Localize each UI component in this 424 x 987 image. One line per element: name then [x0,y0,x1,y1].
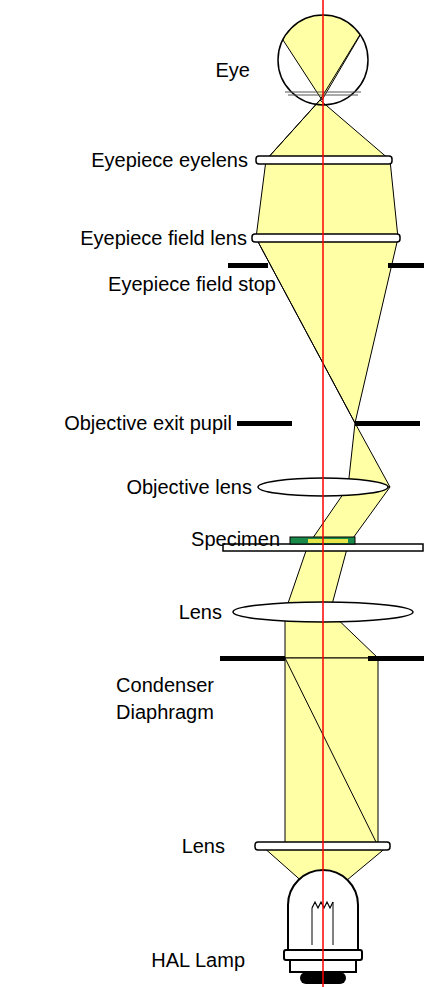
part-label: Eyepiece field lens [80,225,247,252]
part-label: Eyepiece field stop [108,271,276,298]
field-lens [252,234,400,242]
eyelens [256,156,392,164]
part-label: HAL Lamp [151,947,245,974]
part-label: Specimen [191,526,280,553]
part-label: Lens [179,599,222,626]
part-label: Objective lens [126,474,252,501]
exit-pupil [237,421,292,426]
field-stop [228,263,268,268]
light-band [348,423,390,487]
condenser-diaphragm [220,656,285,661]
optical-axis [322,0,324,987]
part-label: Eye [216,57,250,84]
part-label: Eyepiece eyelens [91,147,248,174]
part-label: Objective exit pupil [64,410,232,437]
light-cone [256,238,398,423]
light-column [285,658,378,846]
part-label: Condenser Diaphragm [106,672,224,726]
part-label: Lens [182,833,225,860]
light-band [256,160,398,238]
light-cone [266,100,390,160]
